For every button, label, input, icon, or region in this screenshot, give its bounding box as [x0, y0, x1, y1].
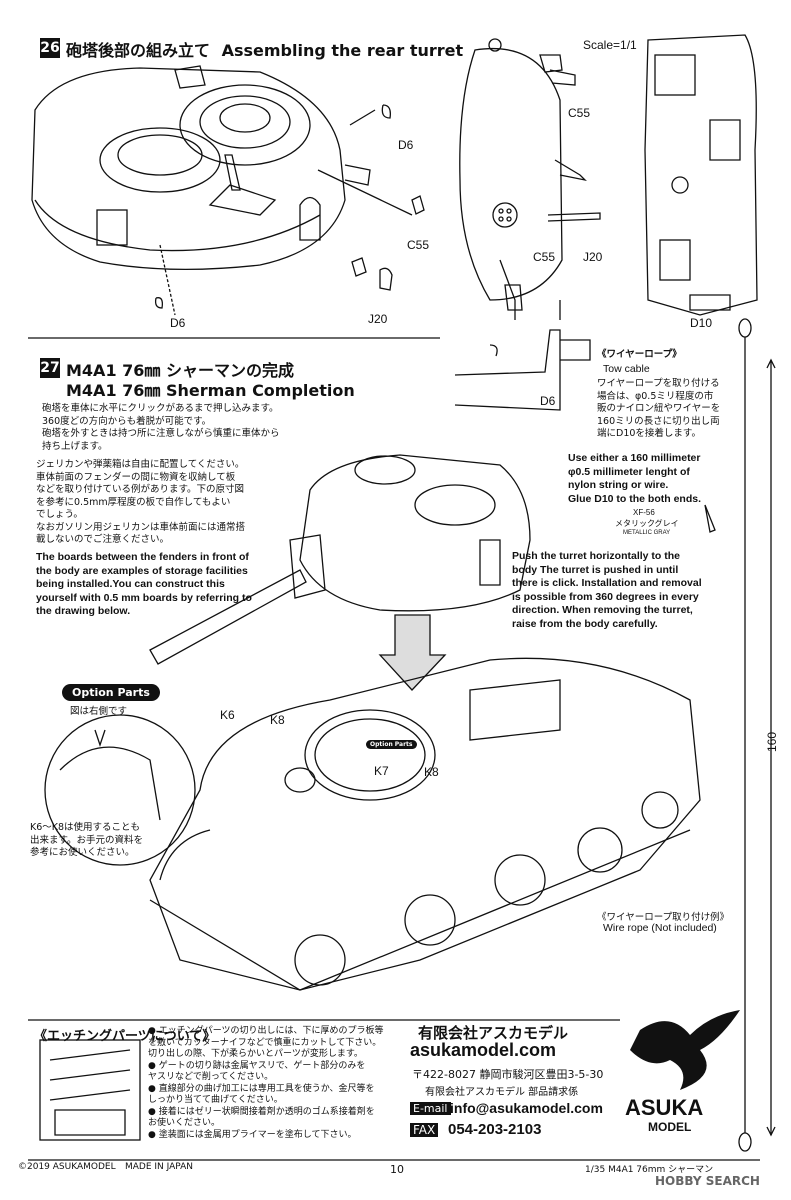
tow-cable-drawing: [738, 318, 776, 1152]
turret-with-gun-drawing: [149, 454, 531, 665]
assembly-arrow: [378, 614, 447, 691]
part-label-c55: C55: [533, 250, 556, 264]
paint-code: XF-56: [633, 508, 655, 517]
turret-side-view: [459, 38, 601, 320]
page-number: 10: [390, 1163, 404, 1176]
company-name: 有限会社アスカモデル: [418, 1024, 569, 1042]
etching-item: ● ゲートの切り跡は金属ヤスリで、ゲート部分のみを ヤスリなどで削ってください。: [148, 1060, 366, 1083]
paint-name-jp: メタリックグレイ: [615, 519, 679, 528]
company-site: asukamodel.com: [410, 1040, 557, 1060]
step-26-title-jp: 砲塔後部の組み立て: [66, 41, 211, 60]
paint-name-en: METALLIC GRAY: [623, 530, 671, 536]
etching-list: ● エッチングパーツの切り出しには、下に厚めのプラ板等 を敷いてカッターナイフな…: [148, 1026, 393, 1141]
step-26-title-en: Assembling the rear turret: [221, 41, 464, 60]
part-label-k6: K6: [220, 708, 235, 722]
part-label-j20: J20: [583, 250, 603, 264]
logo-text-asuka: ASUKA: [625, 1095, 704, 1120]
company-dept: 有限会社アスカモデル 部品請求係: [425, 1087, 579, 1098]
brush-icon: [704, 504, 716, 533]
option-parts-detail: [44, 714, 196, 866]
storage-note-en: The boards between the fenders in front …: [36, 551, 252, 617]
wire-rope-title-jp: 《ワイヤーロープ》: [597, 349, 682, 360]
email-label: E-mail: [410, 1102, 451, 1115]
option-parts-badge: Option Parts: [62, 684, 160, 701]
cable-length-dimension: 160: [765, 731, 780, 753]
part-label-k8: K8: [270, 713, 285, 727]
k-parts-note: K6〜K8は使用することも 出来ます。お手元の資料を 参考にお使いください。: [30, 822, 144, 858]
storage-note-jp: ジェリカンや弾薬箱は自由に配置してください。 車体前面のフェンダーの間に物資を収…: [36, 459, 246, 545]
part-label-d6: D6: [170, 316, 186, 330]
part-label-c55: C55: [407, 238, 430, 252]
step-26-number: 26: [40, 38, 60, 58]
scale-note: Scale=1/1: [583, 38, 637, 52]
part-label-k8: K8: [424, 765, 439, 779]
d6-detail-view: [454, 300, 591, 411]
part-label-c55: C55: [568, 106, 591, 120]
etching-title: 《エッチングパーツについて》: [34, 1029, 216, 1044]
option-parts-note: 図は右側です: [70, 706, 128, 717]
logo-text-model: MODEL: [648, 1120, 692, 1134]
etching-parts-drawing: [39, 1039, 141, 1141]
footer-product: 1/35 M4A1 76mm シャーマン: [585, 1165, 714, 1175]
option-parts-small-badge: Option Parts: [366, 740, 417, 749]
step-27-title-jp: M4A1 76㎜ シャーマンの完成: [66, 361, 294, 380]
etching-item: ● 直線部分の曲げ加工には専用工具を使うか、金尺等を しっかり当てて曲げてくださ…: [148, 1083, 375, 1106]
turret-install-jp: 砲塔を車体に水平にクリックがあるまで押し込みます。 360度どの方向からも着脱が…: [42, 403, 280, 452]
etching-item: ● 塗装面には金属用プライマーを塗布して下さい。: [148, 1129, 357, 1140]
etching-item: ● 接着にはゼリー状瞬間接着剤か透明のゴム系接着剤を お使いください。: [148, 1106, 375, 1129]
step-27-title-en: M4A1 76㎜ Sherman Completion: [66, 381, 355, 400]
footer-copyright: ©2019 ASUKAMODEL: [18, 1162, 116, 1172]
rear-turret-drawing: [31, 65, 425, 316]
wire-rope-en: Use either a 160 millimeter φ0.5 millime…: [568, 452, 702, 505]
turret-push-en: Push the turret horizontally to the body…: [512, 550, 702, 630]
step-27-number: 27: [40, 358, 60, 378]
tank-hull-drawing: [149, 657, 701, 991]
company-address: 〒422-8027 静岡市駿河区豊田3-5-30: [412, 1068, 604, 1081]
wire-rope-title-en: Tow cable: [603, 363, 650, 375]
fax-label: FAX: [410, 1123, 439, 1137]
email-address: info@asukamodel.com: [450, 1100, 603, 1116]
etching-item: ● エッチングパーツの切り出しには、下に厚めのプラ板等 を敷いてカッターナイフな…: [148, 1026, 384, 1059]
part-label-d6: D6: [398, 138, 414, 152]
part-label-d10: D10: [690, 316, 713, 330]
hull-side-view: [644, 34, 758, 316]
asuka-logo-bird: [630, 1010, 740, 1090]
part-label-d6: D6: [540, 394, 556, 408]
wire-rope-example-en: Wire rope (Not included): [603, 922, 717, 934]
wire-rope-jp: ワイヤーロープを取り付ける 場合は、φ0.5ミリ程度の市 販のナイロン紐やワイヤ…: [597, 378, 721, 439]
wire-rope-example-jp: 《ワイヤーロープ取り付け例》: [597, 912, 730, 923]
part-label-j20: J20: [368, 312, 388, 326]
step-26-title: 砲塔後部の組み立て Assembling the rear turret: [66, 37, 463, 61]
watermark: HOBBY SEARCH: [655, 1174, 760, 1188]
part-label-k7: K7: [374, 764, 389, 778]
footer-made-in: MADE IN JAPAN: [125, 1162, 194, 1172]
fax-number: 054-203-2103: [448, 1121, 542, 1138]
